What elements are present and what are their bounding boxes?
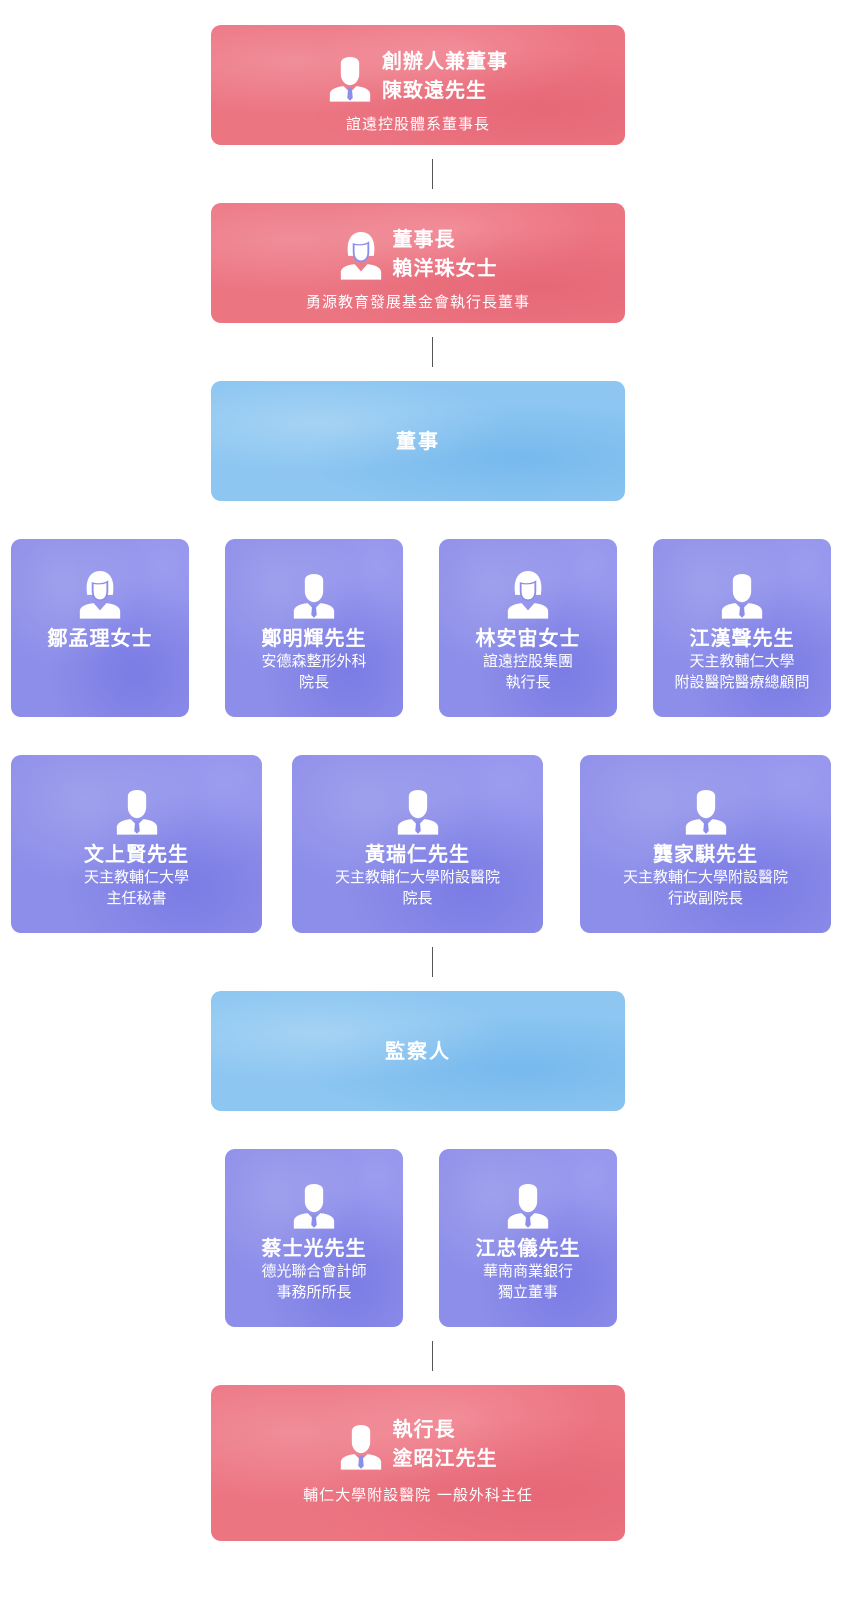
director-name: 鄒孟理女士 bbox=[47, 626, 153, 650]
connector-line bbox=[432, 947, 433, 977]
male-person-icon bbox=[339, 1418, 383, 1470]
supervisor-card: 蔡士光先生 德光聯合會計師 事務所所長 bbox=[225, 1149, 403, 1327]
supervisors-header: 監察人 bbox=[211, 991, 625, 1111]
director-name: 龔家騏先生 bbox=[653, 842, 758, 866]
director-desc-line2: 院長 bbox=[402, 889, 433, 907]
directors-header: 董事 bbox=[211, 381, 625, 501]
supervisors-label: 監察人 bbox=[385, 1039, 451, 1063]
director-name: 黃瑞仁先生 bbox=[365, 842, 470, 866]
chairman-desc: 勇源教育發展基金會執行長董事 bbox=[305, 293, 530, 311]
director-desc-line2: 附設醫院醫療總顧問 bbox=[674, 673, 810, 691]
director-card: 黃瑞仁先生 天主教輔仁大學附設醫院 院長 bbox=[292, 755, 543, 933]
director-name: 林安宙女士 bbox=[475, 626, 581, 650]
director-desc-line1: 誼遠控股集團 bbox=[482, 652, 573, 670]
founder-role: 創辦人兼董事 bbox=[382, 49, 508, 73]
director-card: 文上賢先生 天主教輔仁大學 主任秘書 bbox=[11, 755, 262, 933]
director-desc-line1: 天主教輔仁大學 bbox=[689, 652, 795, 670]
founder-header: 創辦人兼董事 陳致遠先生 bbox=[211, 47, 625, 105]
female-person-icon bbox=[339, 228, 383, 280]
supervisor-name: 蔡士光先生 bbox=[261, 1236, 367, 1260]
director-card: 林安宙女士 誼遠控股集團 執行長 bbox=[439, 539, 617, 717]
supervisor-name: 江忠儀先生 bbox=[475, 1236, 581, 1260]
founder-title: 創辦人兼董事 陳致遠先生 bbox=[382, 47, 508, 105]
founder-box: 創辦人兼董事 陳致遠先生 誼遠控股體系董事長 bbox=[211, 25, 625, 145]
supervisor-desc-line2: 獨立董事 bbox=[497, 1283, 558, 1301]
connector-line bbox=[432, 1341, 433, 1371]
chairman-role: 董事長 bbox=[392, 227, 456, 251]
female-person-icon bbox=[78, 567, 122, 619]
director-card: 鄒孟理女士 bbox=[11, 539, 189, 717]
supervisor-desc-line1: 德光聯合會計師 bbox=[261, 1262, 367, 1280]
director-desc-line2: 主任秘書 bbox=[106, 889, 167, 907]
director-name: 江漢聲先生 bbox=[689, 626, 795, 650]
director-desc-line1: 天主教輔仁大學附設醫院 bbox=[334, 868, 500, 886]
ceo-desc: 輔仁大學附設醫院 一般外科主任 bbox=[303, 1486, 533, 1504]
director-desc-line1: 安德森整形外科 bbox=[261, 652, 367, 670]
director-desc-line2: 行政副院長 bbox=[667, 889, 743, 907]
director-card: 江漢聲先生 天主教輔仁大學 附設醫院醫療總顧問 bbox=[653, 539, 831, 717]
directors-label: 董事 bbox=[396, 429, 440, 453]
male-person-icon bbox=[506, 1177, 550, 1229]
director-name: 文上賢先生 bbox=[84, 842, 189, 866]
connector-line bbox=[432, 159, 433, 189]
chairman-box: 董事長 賴洋珠女士 勇源教育發展基金會執行長董事 bbox=[211, 203, 625, 323]
ceo-role: 執行長 bbox=[392, 1417, 456, 1441]
supervisor-desc-line1: 華南商業銀行 bbox=[482, 1262, 573, 1280]
director-card: 龔家騏先生 天主教輔仁大學附設醫院 行政副院長 bbox=[580, 755, 831, 933]
director-desc-line1: 天主教輔仁大學附設醫院 bbox=[622, 868, 788, 886]
supervisor-card: 江忠儀先生 華南商業銀行 獨立董事 bbox=[439, 1149, 617, 1327]
director-desc-line2: 執行長 bbox=[505, 673, 551, 691]
chairman-name: 賴洋珠女士 bbox=[392, 256, 498, 280]
director-card: 鄭明輝先生 安德森整形外科 院長 bbox=[225, 539, 403, 717]
director-desc-line1: 天主教輔仁大學 bbox=[83, 868, 189, 886]
male-person-icon bbox=[292, 1177, 336, 1229]
male-person-icon bbox=[115, 783, 159, 835]
director-desc-line2: 院長 bbox=[298, 673, 329, 691]
ceo-title: 執行長 塗昭江先生 bbox=[393, 1415, 498, 1473]
ceo-box: 執行長 塗昭江先生 輔仁大學附設醫院 一般外科主任 bbox=[211, 1385, 625, 1541]
female-person-icon bbox=[506, 567, 550, 619]
male-person-icon bbox=[328, 50, 372, 102]
male-person-icon bbox=[684, 783, 728, 835]
male-person-icon bbox=[720, 567, 764, 619]
chairman-title: 董事長 賴洋珠女士 bbox=[393, 225, 498, 283]
founder-name: 陳致遠先生 bbox=[382, 78, 487, 102]
male-person-icon bbox=[396, 783, 440, 835]
supervisor-desc-line2: 事務所所長 bbox=[276, 1283, 352, 1301]
male-person-icon bbox=[292, 567, 336, 619]
ceo-name: 塗昭江先生 bbox=[392, 1446, 498, 1470]
director-name: 鄭明輝先生 bbox=[261, 626, 367, 650]
connector-line bbox=[432, 337, 433, 367]
founder-desc: 誼遠控股體系董事長 bbox=[345, 115, 490, 133]
ceo-header: 執行長 塗昭江先生 bbox=[211, 1415, 625, 1473]
chairman-header: 董事長 賴洋珠女士 bbox=[211, 225, 625, 283]
